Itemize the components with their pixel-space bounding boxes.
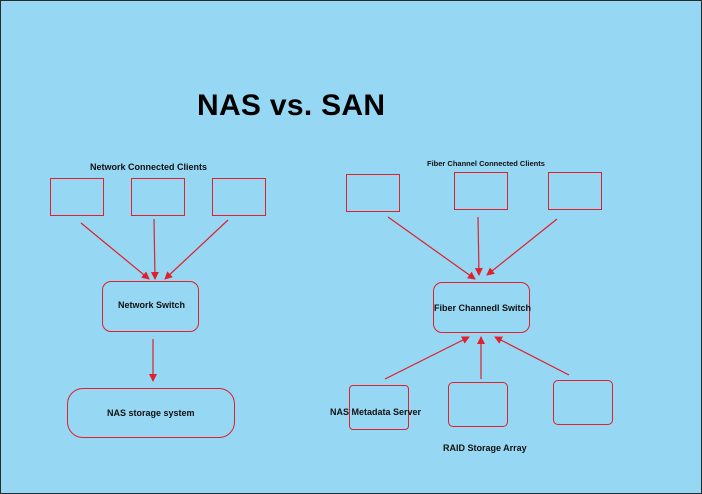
san-client-box-2 — [454, 172, 508, 210]
nas-client-box-1 — [50, 178, 104, 216]
arrow-san-client2-to-switch — [474, 216, 483, 276]
san-clients-label: Fiber Channel Connected Clients — [427, 159, 545, 168]
fiber-switch-label: Fiber Channedl Switch — [434, 303, 532, 313]
san-client-box-1 — [346, 174, 400, 212]
fiber-switch-box — [433, 282, 530, 333]
nas-clients-label: Network Connected Clients — [90, 162, 208, 172]
nas-client-box-2 — [131, 178, 185, 216]
raid-array-label: RAID Storage Array — [443, 443, 527, 453]
arrow-nas-client3-to-switch — [164, 219, 229, 280]
nas-metadata-server-box — [349, 385, 409, 430]
nas-client-box-3 — [212, 178, 266, 216]
arrow-san-client3-to-switch — [486, 218, 558, 276]
network-switch-label: Network Switch — [118, 300, 186, 310]
raid-array-box — [448, 382, 508, 427]
arrow-san-metadata-to-switch — [384, 336, 470, 380]
arrow-nas-client1-to-switch — [80, 222, 150, 280]
nas-storage-box — [67, 388, 235, 438]
arrow-san-client1-to-switch — [387, 216, 476, 280]
network-switch-box — [102, 281, 199, 332]
arrow-san-client-bottom-to-switch — [494, 336, 570, 376]
san-client-box-3 — [548, 172, 602, 210]
san-client-box-bottom — [553, 380, 613, 425]
arrow-nas-client2-to-switch — [150, 218, 159, 280]
nas-metadata-server-label: NAS Metadata Server — [330, 407, 422, 417]
nas-storage-label: NAS storage system — [107, 408, 195, 418]
page-title: NAS vs. SAN — [197, 89, 386, 122]
